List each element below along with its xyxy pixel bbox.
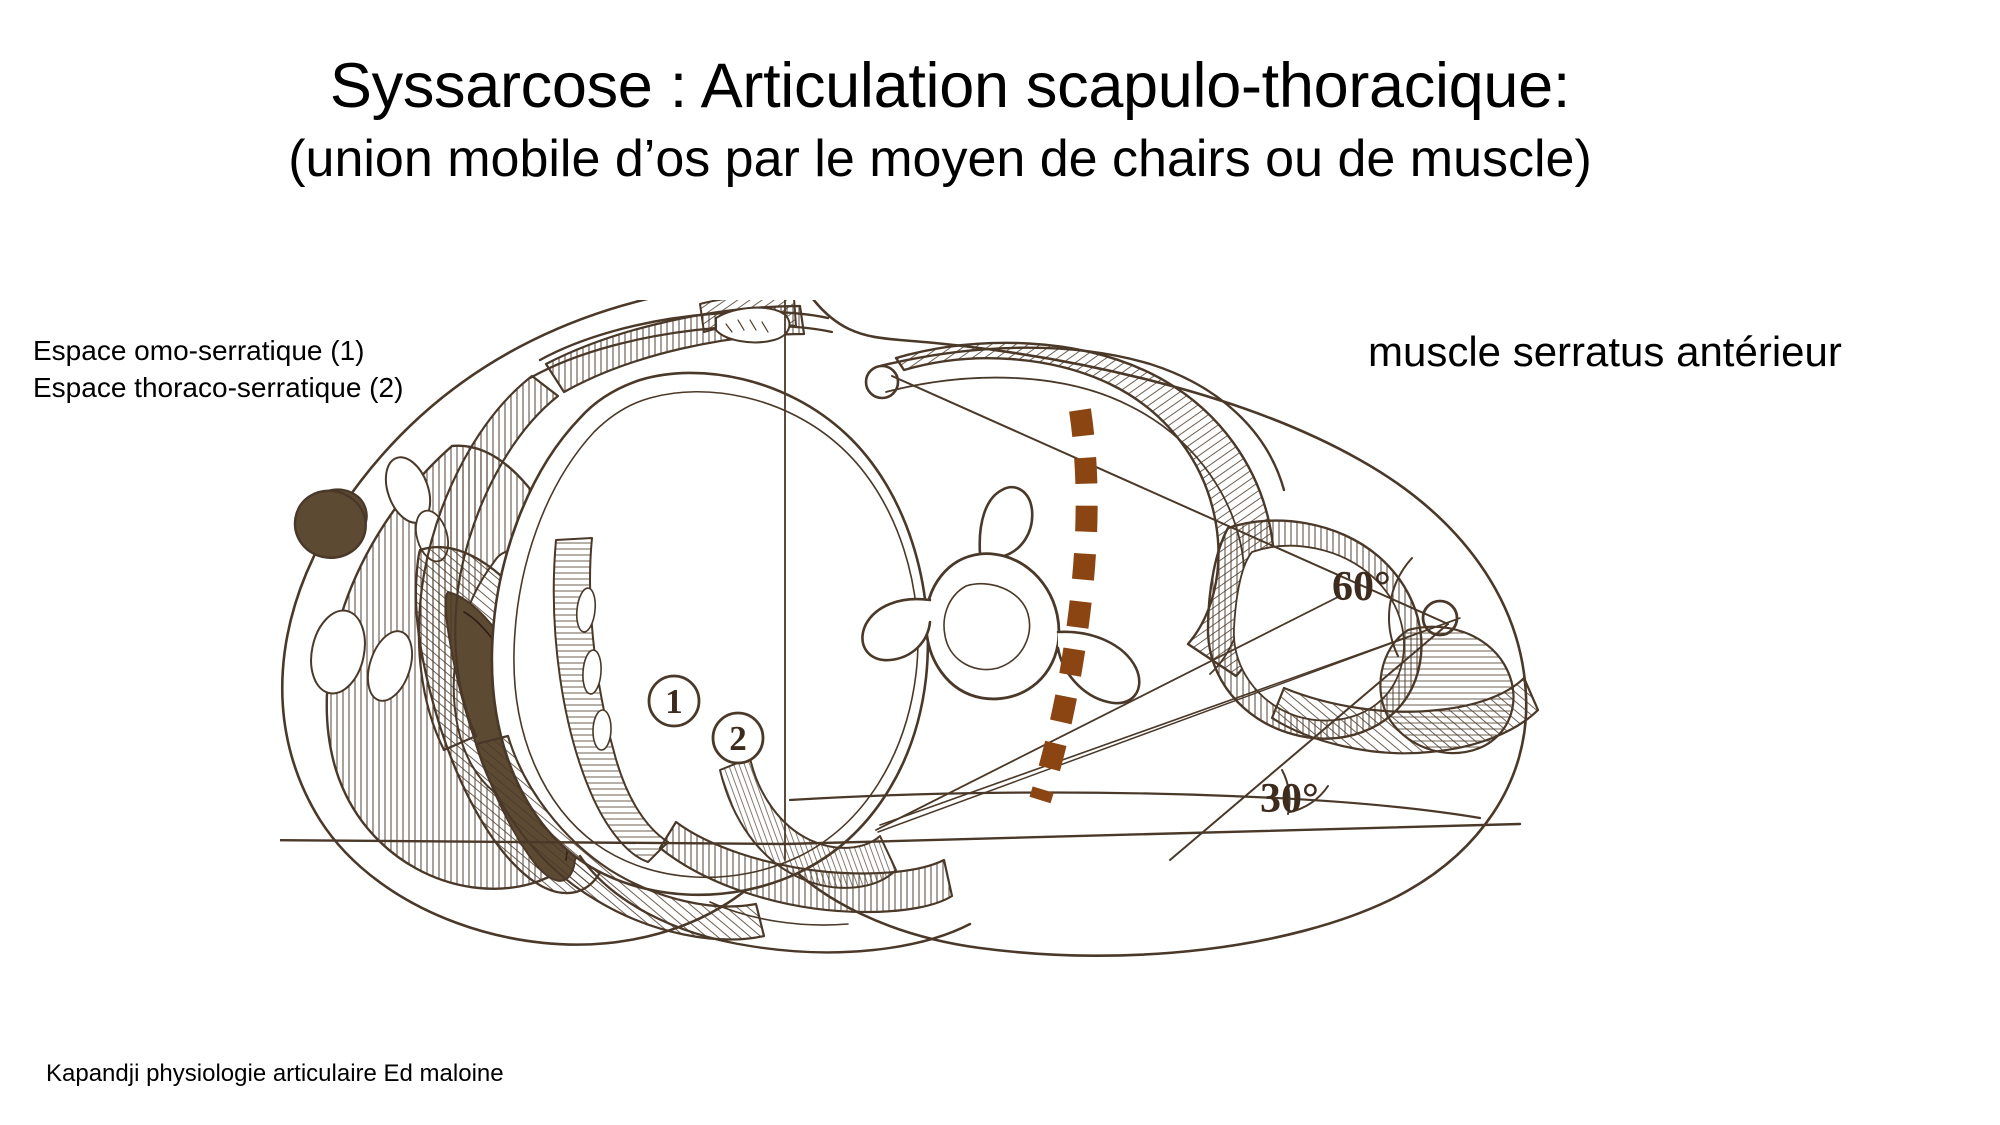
anatomy-figure: 1 2 60° 30° <box>280 300 1720 1040</box>
callout-2-label: 2 <box>729 719 747 758</box>
body-outline <box>281 300 802 946</box>
callout-2: 2 <box>711 711 765 765</box>
page-subtitle: (union mobile d’os par le moyen de chair… <box>288 130 1592 189</box>
paraspinal-muscle-center <box>719 757 897 889</box>
arc-30-vertical <box>1281 769 1291 815</box>
title-block: Syssarcose : Articulation scapulo-thorac… <box>0 52 2000 188</box>
transverse-process-right <box>1056 630 1141 705</box>
axis-line-upper <box>891 375 1449 625</box>
callout-1: 1 <box>647 674 701 728</box>
serratus-slip-right <box>1270 676 1540 755</box>
paraspinal-muscle-left <box>658 820 954 914</box>
angle-60-label: 60° <box>1332 564 1391 610</box>
source-credit: Kapandji physiologie articulaire Ed malo… <box>46 1060 504 1087</box>
arc-30 <box>1289 785 1329 813</box>
thirty-degree-ray <box>877 617 1461 833</box>
anatomy-illustration: 1 2 60° 30° <box>280 300 1540 957</box>
spinous-process <box>978 485 1034 558</box>
axis-line-30deg <box>875 595 1341 831</box>
callout-1-label: 1 <box>665 682 683 721</box>
axis-line-lower <box>1169 623 1449 861</box>
acromioclavicular-marker <box>864 364 900 400</box>
axis-line-long <box>879 619 1456 826</box>
lower-left-muscle-block <box>474 734 766 941</box>
horizontal-baseline <box>280 838 787 846</box>
page-title: Syssarcose : Articulation scapulo-thorac… <box>329 51 1571 121</box>
annotation-right-muscle: muscle serratus antérieur <box>1368 328 1842 375</box>
annotation-left-spaces: Espace omo-serratique (1) Espace thoraco… <box>33 335 404 403</box>
rib-hatched-band <box>417 374 560 752</box>
arc-60 <box>1388 557 1413 657</box>
transverse-process-left <box>861 597 932 662</box>
vertebral-body <box>924 552 1061 701</box>
dashed-scapula-path <box>1029 408 1098 804</box>
angle-30-label: 30° <box>1260 776 1319 822</box>
